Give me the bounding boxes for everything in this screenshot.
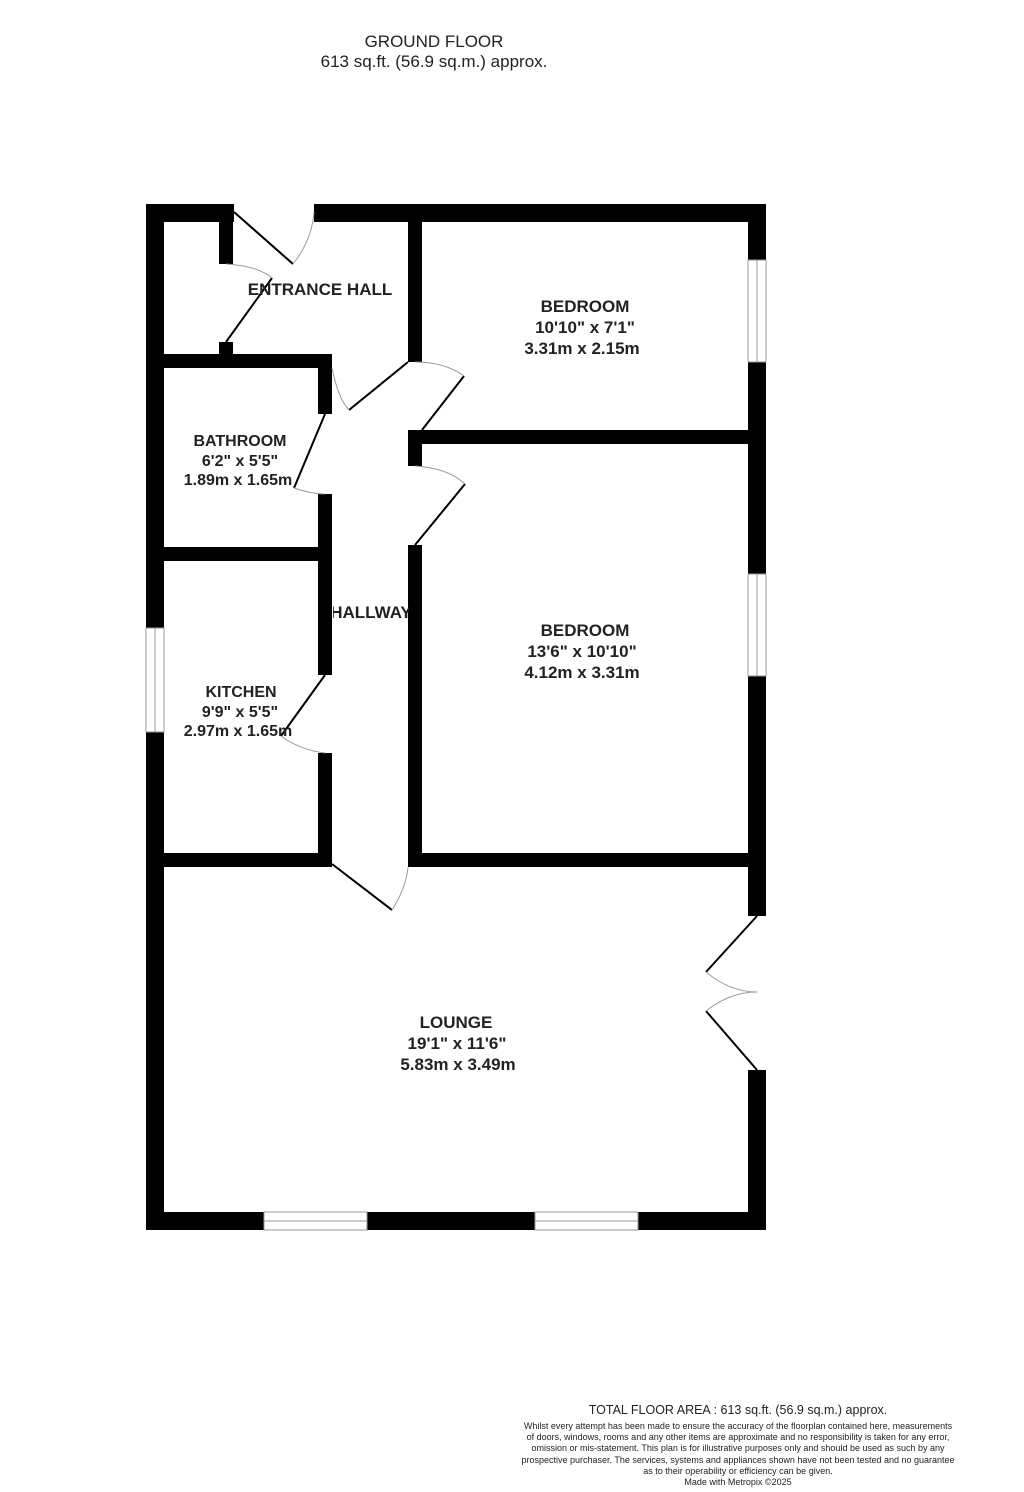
window-kitchen <box>145 627 165 733</box>
window-bedroom-1 <box>747 259 767 363</box>
disclaimer-line: as to their operability or efficiency ca… <box>643 1465 833 1476</box>
room-bathroom: BATHROOM 6'2" x 5'5" 1.89m x 1.65m <box>184 433 293 489</box>
disclaimer-line: prospective purchaser. The services, sys… <box>521 1454 955 1465</box>
room-bedroom-2: BEDROOM 13'6" x 10'10" 4.12m x 3.31m <box>524 621 639 682</box>
room-lounge: LOUNGE 19'1" x 11'6" 5.83m x 3.49m <box>400 1013 515 1074</box>
plan-footer: TOTAL FLOOR AREA : 613 sq.ft. (56.9 sq.m… <box>478 1402 998 1488</box>
floor-area: 613 sq.ft. (56.9 sq.m.) approx. <box>320 52 548 71</box>
room-name: KITCHEN <box>205 684 276 701</box>
room-size-imperial: 6'2" x 5'5" <box>202 453 278 470</box>
credit-text: Made with Metropix ©2025 <box>684 1477 792 1488</box>
room-size-imperial: 9'9" x 5'5" <box>202 704 278 721</box>
room-size-imperial: 19'1" x 11'6" <box>408 1034 507 1053</box>
door-lounge <box>331 863 409 911</box>
floor-title: GROUND FLOOR <box>364 32 504 51</box>
room-labels: ENTRANCE HALL BEDROOM 10'10" x 7'1" 3.31… <box>184 280 640 1074</box>
door-front <box>233 211 315 265</box>
room-size-metric: 3.31m x 2.15m <box>524 339 639 358</box>
room-size-metric: 4.12m x 3.31m <box>524 663 639 682</box>
door-kitchen <box>280 674 326 754</box>
room-size-metric: 2.97m x 1.65m <box>184 723 293 740</box>
room-label-hallway: HALLWAY <box>330 603 412 622</box>
door-entrance-inner <box>225 263 273 343</box>
door-bedroom-2 <box>414 465 466 546</box>
room-size-metric: 5.83m x 3.49m <box>400 1055 515 1074</box>
windows <box>145 259 767 1231</box>
room-kitchen: KITCHEN 9'9" x 5'5" 2.97m x 1.65m <box>184 684 293 740</box>
plan-header: GROUND FLOOR 613 sq.ft. (56.9 sq.m.) app… <box>0 32 868 72</box>
disclaimer-line: of doors, windows, rooms and any other i… <box>526 1432 950 1443</box>
window-lounge-right <box>534 1211 639 1231</box>
room-size-metric: 1.89m x 1.65m <box>184 472 293 489</box>
disclaimer: Whilst every attempt has been made to en… <box>478 1421 998 1488</box>
room-name: LOUNGE <box>420 1013 493 1032</box>
room-size-imperial: 10'10" x 7'1" <box>535 318 635 337</box>
window-bedroom-2 <box>747 573 767 677</box>
disclaimer-line: omission or mis-statement. This plan is … <box>531 1443 945 1454</box>
door-bathroom <box>293 413 326 495</box>
room-bedroom-1: BEDROOM 10'10" x 7'1" 3.31m x 2.15m <box>524 297 639 358</box>
door-bedroom-1 <box>414 361 465 431</box>
room-label-entrance-hall: ENTRANCE HALL <box>248 280 393 299</box>
room-name: BEDROOM <box>541 621 630 640</box>
walls <box>146 204 766 1230</box>
room-size-imperial: 13'6" x 10'10" <box>527 642 636 661</box>
doors <box>225 211 758 1071</box>
door-lounge-french <box>705 915 758 1071</box>
window-lounge-left <box>263 1211 368 1231</box>
room-name: BEDROOM <box>541 297 630 316</box>
disclaimer-line: Whilst every attempt has been made to en… <box>523 1421 953 1431</box>
door-hallway-top <box>331 361 409 411</box>
room-name: BATHROOM <box>193 433 286 450</box>
total-floor-area: TOTAL FLOOR AREA : 613 sq.ft. (56.9 sq.m… <box>588 1403 888 1417</box>
